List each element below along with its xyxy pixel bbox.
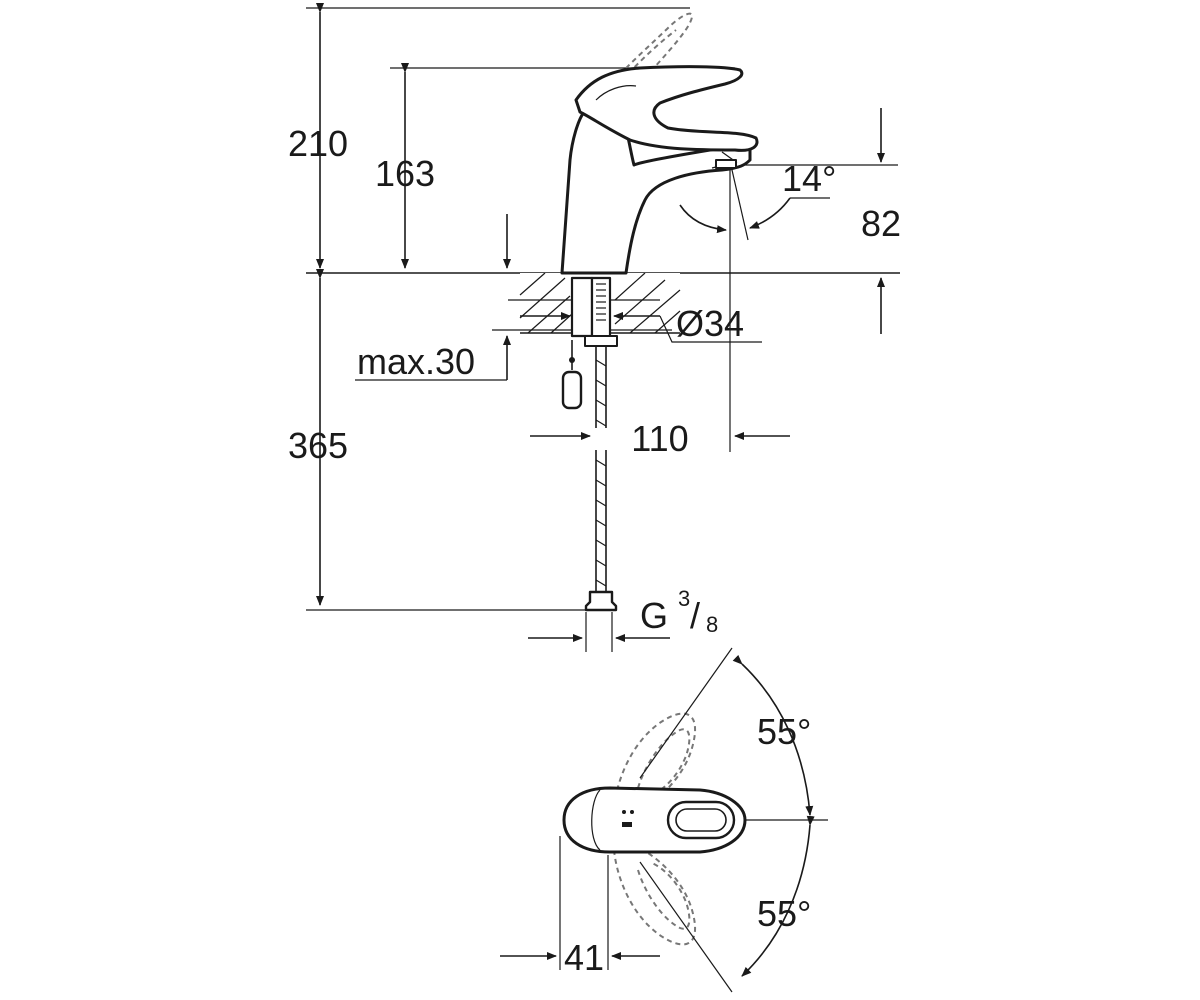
- lever-rotated-lower-outline: [612, 841, 697, 946]
- label-connection-thread: G 3 / 8: [640, 586, 718, 637]
- svg-text:/: /: [690, 595, 700, 636]
- dimension-labels: 210 163 82 14° Ø34 max.30 365 110 G 3 / …: [288, 123, 901, 978]
- label-max-thickness: max.30: [357, 341, 475, 382]
- label-lever-swing-upper: 55°: [757, 711, 811, 752]
- svg-text:G: G: [640, 595, 668, 636]
- faucet-side-view: [560, 12, 759, 275]
- label-spout-height: 82: [861, 203, 901, 244]
- faucet-top-view: [500, 647, 828, 993]
- mounting-assembly: [561, 276, 618, 612]
- label-total-height: 210: [288, 123, 348, 164]
- label-mount-diameter: Ø34: [676, 303, 744, 344]
- lever: [574, 65, 759, 152]
- dimension-lines: [316, 3, 885, 652]
- label-hose-length: 365: [288, 425, 348, 466]
- label-lever-swing-lower: 55°: [757, 893, 811, 934]
- label-spout-reach: 110: [631, 418, 688, 459]
- label-base-width: 41: [564, 937, 604, 978]
- svg-text:3: 3: [678, 586, 690, 611]
- svg-text:8: 8: [706, 612, 718, 637]
- lever-rotated-upper-outline: [612, 712, 697, 817]
- label-lever-height: 163: [375, 153, 435, 194]
- label-spout-angle: 14°: [782, 158, 836, 199]
